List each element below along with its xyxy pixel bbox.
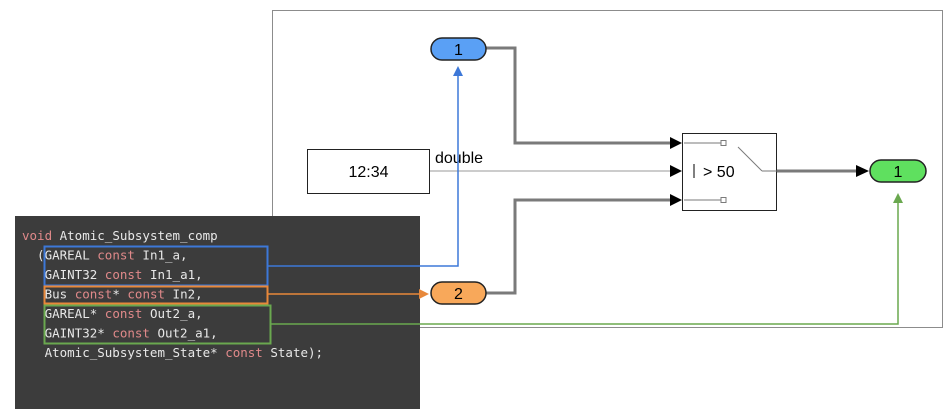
- code-token: GAINT32: [22, 267, 105, 282]
- code-line: (GAREAL const In1_a,: [22, 248, 188, 263]
- code-keyword: const: [105, 306, 143, 321]
- green-link: [271, 202, 899, 325]
- blue-link: [268, 75, 459, 267]
- blue-link-arrow: [453, 66, 463, 76]
- code-keyword: const: [127, 287, 165, 302]
- code-token: State);: [263, 345, 323, 360]
- signal-label: double: [435, 150, 483, 167]
- inport-2-block[interactable]: 2: [430, 281, 487, 305]
- code-line: Atomic_Subsystem_State* const State);: [22, 345, 323, 360]
- signal-inport1-to-switch: [486, 46, 672, 145]
- code-keyword: const: [75, 287, 113, 302]
- orange-highlight-box: [43, 285, 269, 305]
- code-lines: void Atomic_Subsystem_comp (GAREAL const…: [22, 228, 323, 360]
- code-token: Atomic_Subsystem_State*: [22, 345, 225, 360]
- code-panel: void Atomic_Subsystem_comp (GAREAL const…: [15, 216, 420, 409]
- inport-2-label: 2: [454, 286, 463, 303]
- green-highlight-box: [43, 304, 272, 345]
- code-keyword: const: [112, 326, 150, 341]
- code-token: Bus: [22, 287, 75, 302]
- inport-1-block[interactable]: 1: [430, 37, 487, 61]
- code-line: GAINT32* const Out2_a1,: [22, 326, 218, 341]
- code-keyword: const: [105, 267, 143, 282]
- code-keyword: void: [22, 228, 52, 243]
- code-token: (GAREAL: [22, 248, 97, 263]
- arrow-head: [670, 137, 682, 149]
- arrow-head: [670, 165, 682, 177]
- code-line: GAINT32 const In1_a1,: [22, 267, 203, 282]
- code-token: GAINT32*: [22, 326, 112, 341]
- code-line: void Atomic_Subsystem_comp: [22, 228, 218, 243]
- signal-inport2-to-switch: [486, 198, 672, 295]
- outport-1-block[interactable]: 1: [869, 159, 927, 183]
- outport-1-label: 1: [894, 164, 903, 181]
- orange-link-arrow: [419, 289, 429, 299]
- code-keyword: const: [97, 248, 135, 263]
- arrow-head: [670, 194, 682, 206]
- switch-icon: [684, 140, 777, 203]
- constant-value: 12:34: [348, 164, 388, 181]
- code-token: In1_a,: [135, 248, 188, 263]
- code-line: Bus const* const In2,: [22, 287, 203, 302]
- code-token: GAREAL*: [22, 306, 105, 321]
- mapping-links: [268, 66, 903, 325]
- code-token: In1_a1,: [142, 267, 202, 282]
- constant-block[interactable]: 12:34: [307, 149, 430, 194]
- code-line: GAREAL* const Out2_a,: [22, 306, 203, 321]
- switch-block[interactable]: > 50: [682, 133, 778, 211]
- code-token: Atomic_Subsystem_comp: [52, 228, 218, 243]
- signal-lines: [430, 46, 869, 295]
- green-link-arrow: [893, 193, 903, 203]
- inport-1-label: 1: [454, 42, 463, 59]
- code-token: Out2_a1,: [150, 326, 218, 341]
- code-token: In2,: [165, 287, 203, 302]
- arrow-head: [856, 165, 869, 177]
- code-token: *: [112, 287, 127, 302]
- code-keyword: const: [225, 345, 263, 360]
- code-token: Out2_a,: [142, 306, 202, 321]
- switch-criteria: > 50: [703, 164, 735, 181]
